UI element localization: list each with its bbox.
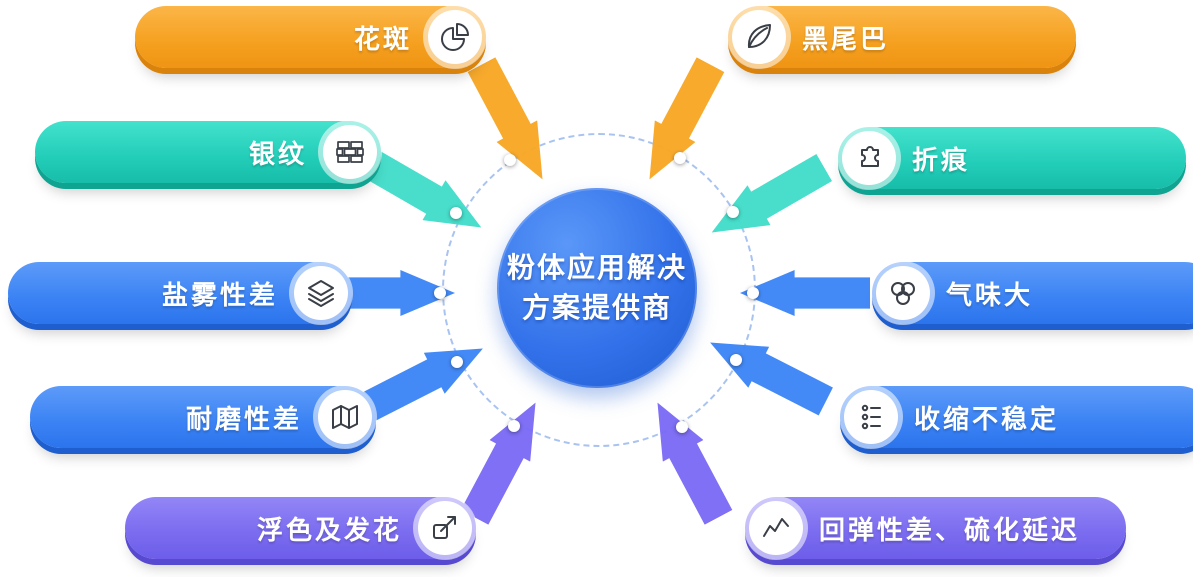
node-label: 黑尾巴 [802,23,890,54]
connector-dot [674,152,686,164]
map-icon [318,390,372,444]
node-label: 气味大 [946,279,1034,310]
connector-dot [727,206,739,218]
node-yanwu: 盐雾性差 [8,262,352,324]
node-heiweiba: 黑尾巴 [728,6,1076,68]
node-fuse: 浮色及发花 [125,497,476,559]
connector-dot [504,154,516,166]
node-huaban: 花斑 [135,6,486,68]
node-huitan: 回弹性差、硫化延迟 [745,497,1126,559]
layers-icon [294,266,348,320]
node-naimo: 耐磨性差 [30,386,376,448]
node-label: 回弹性差、硫化延迟 [819,514,1081,545]
zigzag-icon [749,501,803,555]
center-node: 粉体应用解决 方案提供商 [497,188,697,388]
trend-arrow-icon [418,501,472,555]
bricks-icon [323,125,377,179]
connector-dot [434,287,446,299]
node-label: 收缩不稳定 [914,403,1060,434]
node-label: 盐雾性差 [161,279,278,310]
pie-chart-icon [428,10,482,64]
node-label: 折痕 [912,144,971,175]
connector-dot [676,421,688,433]
node-shousuo: 收缩不稳定 [840,386,1193,448]
node-label: 浮色及发花 [256,514,402,545]
bubbles-icon [876,266,930,320]
arrow-qiwei [740,270,870,316]
connector-dot [451,356,463,368]
node-qiwei: 气味大 [872,262,1193,324]
center-title-line1: 粉体应用解决 [506,252,687,283]
node-yinwen: 银纹 [35,121,381,183]
node-label: 花斑 [353,23,412,54]
center-title-line2: 方案提供商 [521,292,672,323]
connector-dot [508,420,520,432]
puzzle-icon [842,131,896,185]
node-label: 银纹 [248,138,307,169]
connector-dot [730,354,742,366]
leaf-icon [732,10,786,64]
connector-dot [450,207,462,219]
connector-dot [747,287,759,299]
dots-list-icon [844,390,898,444]
node-label: 耐磨性差 [185,403,302,434]
node-zhehen: 折痕 [838,127,1186,189]
